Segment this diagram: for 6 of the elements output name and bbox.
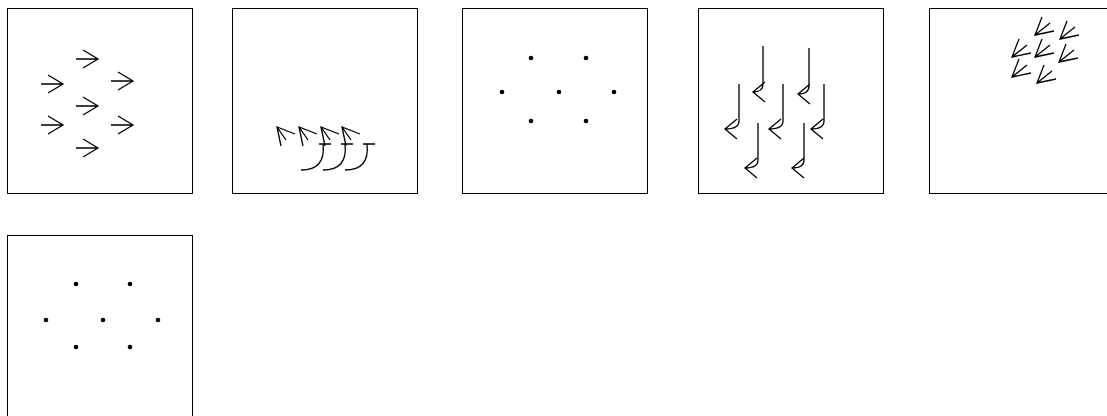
panel-frame (698, 8, 884, 194)
panel-frame (462, 8, 648, 194)
panel-frame (232, 8, 418, 194)
panel-frame (929, 8, 1107, 194)
panel-frame (7, 235, 193, 416)
panel-frame (7, 8, 193, 194)
